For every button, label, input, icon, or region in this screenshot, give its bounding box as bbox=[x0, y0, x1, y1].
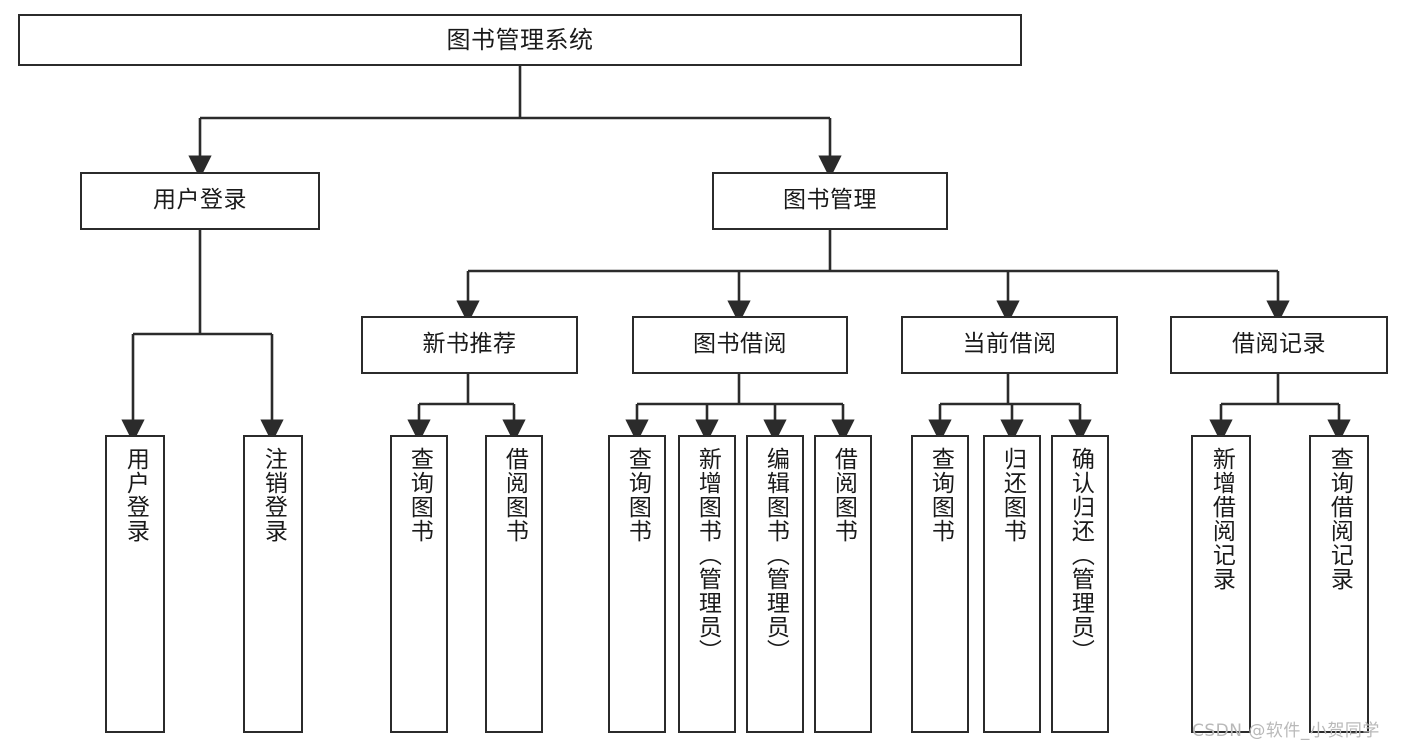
leaf-query-record-label: 查询借阅记录 bbox=[1326, 447, 1353, 591]
leaf-query-book-cur-label: 查询图书 bbox=[927, 447, 954, 543]
leaf-query-record[interactable]: 查询借阅记录 bbox=[1309, 435, 1369, 733]
node-root-label: 图书管理系统 bbox=[446, 25, 594, 54]
leaf-edit-book-admin-label: 编辑图书（管理员） bbox=[762, 447, 789, 663]
node-borrow-record-label: 借阅记录 bbox=[1232, 331, 1326, 358]
node-book-borrow[interactable]: 图书借阅 bbox=[632, 316, 848, 374]
leaf-user-logout[interactable]: 注销登录 bbox=[243, 435, 303, 733]
leaf-confirm-return-label: 确认归还（管理员） bbox=[1067, 447, 1094, 663]
leaf-query-book-cur[interactable]: 查询图书 bbox=[911, 435, 969, 733]
leaf-query-book-brw[interactable]: 查询图书 bbox=[608, 435, 666, 733]
leaf-add-record-label: 新增借阅记录 bbox=[1208, 447, 1235, 591]
leaf-query-book-rec-label: 查询图书 bbox=[406, 447, 433, 543]
leaf-borrow-book-brw-label: 借阅图书 bbox=[830, 447, 857, 543]
leaf-return-book[interactable]: 归还图书 bbox=[983, 435, 1041, 733]
node-book-borrow-label: 图书借阅 bbox=[693, 331, 787, 358]
leaf-confirm-return[interactable]: 确认归还（管理员） bbox=[1051, 435, 1109, 733]
node-user-login-label: 用户登录 bbox=[153, 187, 247, 214]
node-current-borrow[interactable]: 当前借阅 bbox=[901, 316, 1118, 374]
node-current-borrow-label: 当前借阅 bbox=[962, 331, 1057, 358]
leaf-add-book-admin[interactable]: 新增图书（管理员） bbox=[678, 435, 736, 733]
node-root[interactable]: 图书管理系统 bbox=[18, 14, 1022, 66]
leaf-user-login[interactable]: 用户登录 bbox=[105, 435, 165, 733]
leaf-user-logout-label: 注销登录 bbox=[260, 447, 287, 543]
leaf-add-record[interactable]: 新增借阅记录 bbox=[1191, 435, 1251, 733]
leaf-borrow-book-rec[interactable]: 借阅图书 bbox=[485, 435, 543, 733]
csdn-watermark: CSDN @软件_小贺同学 bbox=[1192, 721, 1380, 741]
leaf-edit-book-admin[interactable]: 编辑图书（管理员） bbox=[746, 435, 804, 733]
node-user-login[interactable]: 用户登录 bbox=[80, 172, 320, 230]
leaf-borrow-book-brw[interactable]: 借阅图书 bbox=[814, 435, 872, 733]
leaf-return-book-label: 归还图书 bbox=[999, 447, 1026, 543]
leaf-user-login-label: 用户登录 bbox=[122, 447, 149, 543]
node-new-book-recommend-label: 新书推荐 bbox=[422, 331, 517, 358]
node-book-manage-label: 图书管理 bbox=[783, 187, 877, 214]
leaf-query-book-rec[interactable]: 查询图书 bbox=[390, 435, 448, 733]
leaf-add-book-admin-label: 新增图书（管理员） bbox=[694, 447, 721, 663]
node-new-book-recommend[interactable]: 新书推荐 bbox=[361, 316, 578, 374]
node-borrow-record[interactable]: 借阅记录 bbox=[1170, 316, 1388, 374]
leaf-borrow-book-rec-label: 借阅图书 bbox=[501, 447, 528, 543]
leaf-query-book-brw-label: 查询图书 bbox=[624, 447, 651, 543]
node-book-manage[interactable]: 图书管理 bbox=[712, 172, 948, 230]
